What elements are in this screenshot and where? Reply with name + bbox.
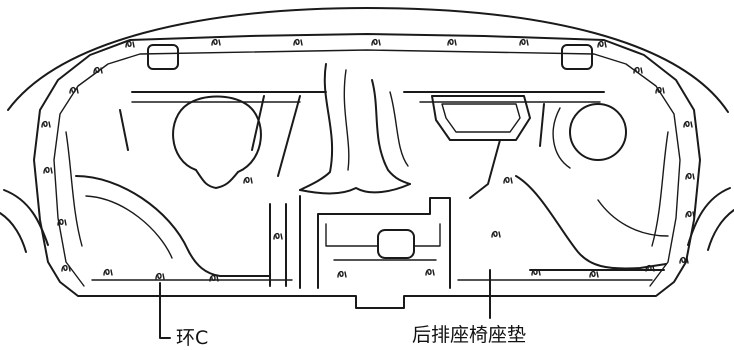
clip-left-4-icon: [43, 166, 53, 174]
clip-bottom-4-icon: [425, 268, 435, 276]
rib-right-diagonal-1: [469, 139, 501, 199]
clip-bottom-6-icon: [589, 270, 599, 278]
top-left-bracket: [147, 44, 179, 70]
clip-bottom-2-icon: [209, 274, 219, 282]
clip-left-1-icon: [93, 66, 103, 74]
clip-right-4-icon: [685, 172, 695, 180]
body-outer-arc: [7, 7, 729, 113]
right-lower-contour-2: [597, 199, 669, 237]
clip-bottom-7-icon: [645, 264, 655, 272]
body-left-fender: [0, 212, 27, 253]
center-right-recess: [431, 95, 531, 141]
clip-left-3-icon: [41, 120, 51, 128]
clip-top-4-icon: [371, 38, 381, 46]
clip-bottom-8-icon: [103, 268, 113, 276]
left-round-cutout: [172, 95, 262, 173]
clip-top-3-icon: [293, 38, 303, 46]
clip-top-6-icon: [519, 38, 529, 46]
lower-center-box: [299, 195, 451, 289]
clip-right-3-icon: [683, 120, 693, 128]
clip-left-5-icon: [57, 218, 67, 226]
lower-center-inner: [325, 223, 441, 247]
lower-left-post: [269, 203, 287, 287]
center-tunnel-base: [299, 183, 411, 195]
clip-right-1-icon: [633, 66, 643, 74]
lower-center-block: [377, 229, 415, 259]
right-lower-contour: [515, 175, 667, 270]
center-tunnel-left: [299, 63, 334, 191]
clip-bottom-1-icon: [155, 272, 165, 280]
clip-top-1-icon: [125, 40, 135, 48]
rib-left-diagonal-2: [251, 95, 265, 151]
clip-marks: [41, 38, 695, 282]
ring-c-label: 环C: [176, 327, 209, 349]
center-tunnel-right: [371, 79, 411, 185]
clip-right-6-icon: [679, 256, 689, 264]
clip-center-2-icon: [273, 232, 283, 240]
left-lower-contour-inner: [85, 195, 173, 259]
clip-right-2-icon: [655, 86, 665, 94]
seat-cushion-inner-rim: [53, 49, 681, 287]
clip-center-4-icon: [503, 176, 513, 184]
clip-left-6-icon: [61, 264, 71, 272]
center-right-recess-inner: [441, 103, 521, 133]
right-round-cutout: [569, 103, 627, 161]
seat-cushion-outline: [33, 33, 701, 309]
left-cutout-neck: [195, 169, 239, 189]
clip-bottom-5-icon: [531, 268, 541, 276]
right-cutout-surround: [552, 107, 571, 169]
clip-top-5-icon: [447, 38, 457, 46]
clip-center-1-icon: [243, 176, 253, 184]
center-tunnel-ridge: [343, 69, 350, 171]
rib-right-diagonal-2: [539, 103, 545, 147]
clip-left-2-icon: [69, 86, 79, 94]
left-side-stroke: [65, 131, 83, 247]
rib-left-diagonal-1: [119, 109, 129, 151]
body-right-fender: [707, 209, 734, 251]
clip-right-5-icon: [685, 210, 695, 218]
center-tunnel-ridge-2: [389, 91, 409, 167]
body-left-sidewall: [3, 189, 49, 246]
rear-seat-cushion-label: 后排座椅座垫: [412, 324, 527, 346]
clip-bottom-3-icon: [337, 270, 347, 278]
left-lower-contour: [75, 175, 271, 277]
right-side-stroke: [651, 131, 669, 247]
top-right-bracket: [561, 44, 593, 70]
rib-left-diagonal-3: [277, 95, 301, 177]
clip-top-2-icon: [211, 38, 221, 46]
ring-c-leader: [159, 282, 171, 339]
clip-center-3-icon: [491, 230, 501, 238]
clip-top-7-icon: [597, 40, 607, 48]
